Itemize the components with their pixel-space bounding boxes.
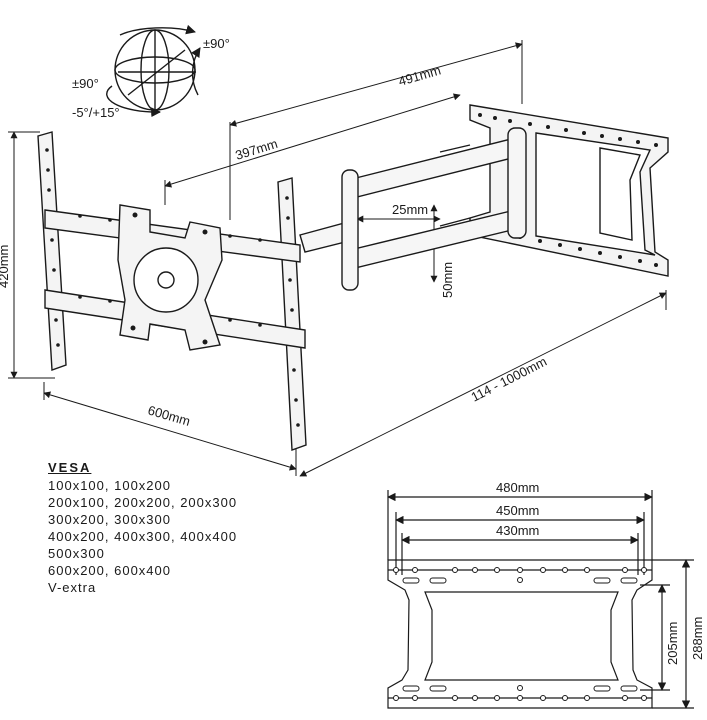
rotate-label: ±90° bbox=[72, 76, 99, 91]
vesa-line: V-extra bbox=[48, 580, 97, 595]
wall-bracket-holes bbox=[478, 113, 658, 267]
vesa-line: 600x200, 600x400 bbox=[48, 563, 171, 578]
tv-bracket bbox=[37, 131, 307, 451]
swivel-label: ±90° bbox=[203, 36, 230, 51]
wall-plate-front-view bbox=[387, 490, 694, 709]
articulating-arm bbox=[299, 127, 527, 291]
vesa-line: 400x200, 400x300, 400x400 bbox=[48, 529, 238, 544]
plate-width-middle-label: 450mm bbox=[496, 503, 539, 518]
depth-dimension-label: 491mm bbox=[397, 63, 443, 89]
plate-width-outer-label: 480mm bbox=[496, 480, 539, 495]
plate-width-inner-label: 430mm bbox=[496, 523, 539, 538]
distance-range-label: 114 - 1000mm bbox=[469, 354, 550, 405]
height-dimension-label: 420mm bbox=[0, 245, 11, 288]
vesa-line: 300x200, 300x300 bbox=[48, 512, 171, 527]
tv-bracket-holes bbox=[45, 148, 300, 427]
vesa-compatibility-list: VESA 100x100, 100x200 200x100, 200x200, … bbox=[48, 460, 288, 596]
plate-height-inner-label: 205mm bbox=[665, 622, 680, 665]
dimension-lines bbox=[8, 40, 667, 477]
arm-width-label: 25mm bbox=[392, 202, 428, 217]
wall-bracket bbox=[469, 104, 669, 277]
wall-plate-holes bbox=[393, 567, 647, 701]
plate-height-outer-label: 288mm bbox=[690, 617, 705, 660]
arm-height-label: 50mm bbox=[440, 262, 455, 298]
vesa-line: 200x100, 200x200, 200x300 bbox=[48, 495, 238, 510]
rotation-globe-icon bbox=[106, 24, 201, 118]
vesa-line: 500x300 bbox=[48, 546, 105, 561]
arm-length-label: 397mm bbox=[233, 136, 279, 163]
tilt-label: -5°/+15° bbox=[72, 105, 120, 120]
width-dimension-label: 600mm bbox=[146, 402, 192, 428]
vesa-line: 100x100, 100x200 bbox=[48, 478, 171, 493]
vesa-title: VESA bbox=[48, 460, 92, 475]
